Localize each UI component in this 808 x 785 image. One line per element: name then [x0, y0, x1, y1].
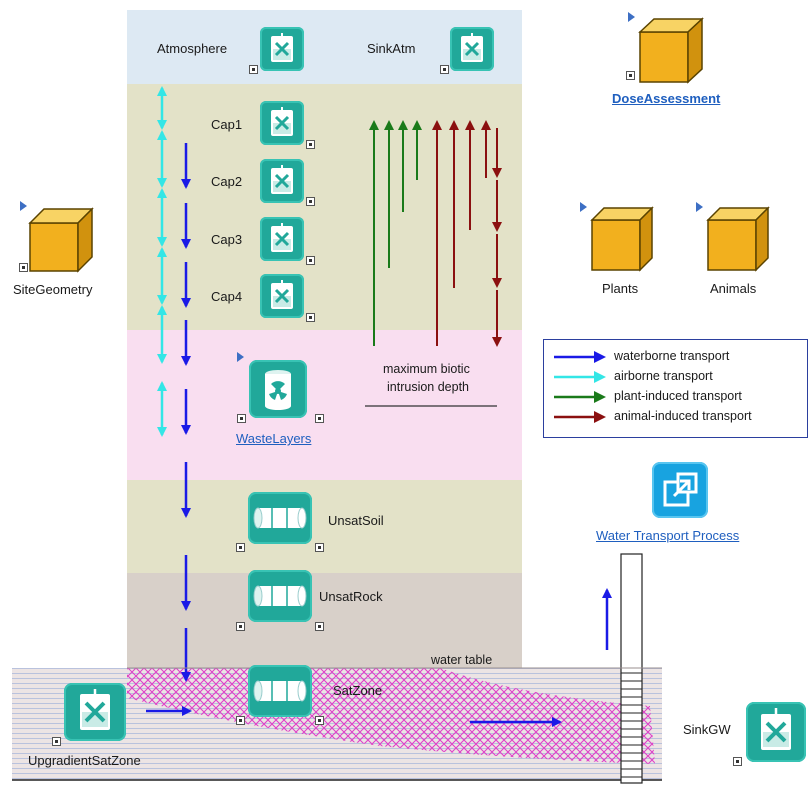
- cap2-node[interactable]: [260, 159, 304, 203]
- sat-zone-port-out[interactable]: [315, 716, 324, 725]
- legend-swatch-waterborne: [554, 351, 606, 363]
- unsat-rock-label: UnsatRock: [319, 589, 383, 604]
- legend-label-waterborne: waterborne transport: [614, 349, 730, 363]
- sink-gw-node[interactable]: [746, 702, 806, 762]
- animals-flag-icon: [696, 202, 703, 212]
- water-table-label: water table: [431, 653, 493, 667]
- unsat-rock-port-out[interactable]: [315, 622, 324, 631]
- dose-assessment-port[interactable]: [626, 71, 635, 80]
- mixing-tank-icon: [80, 689, 110, 730]
- cap1-port[interactable]: [306, 140, 315, 149]
- waste-drum-icon: [265, 370, 291, 410]
- cap4-node[interactable]: [260, 274, 304, 318]
- plants-flag-icon: [580, 202, 587, 212]
- upgradient-node[interactable]: [64, 683, 126, 741]
- water-transport-node[interactable]: [652, 462, 708, 518]
- atmosphere-port[interactable]: [249, 65, 258, 74]
- cap1-label: Cap1: [211, 117, 243, 132]
- sink-atm-port[interactable]: [440, 65, 449, 74]
- unsat-soil-port-out[interactable]: [315, 543, 324, 552]
- cap3-port[interactable]: [306, 256, 315, 265]
- legend: waterborne transport airborne transport …: [543, 339, 808, 438]
- upgradient-label: UpgradientSatZone: [28, 753, 141, 768]
- mixing-tank-icon: [761, 708, 791, 750]
- plants-container[interactable]: [588, 204, 658, 274]
- upgradient-port[interactable]: [52, 737, 61, 746]
- site-geometry-label: SiteGeometry: [13, 282, 93, 297]
- cap2-port[interactable]: [306, 197, 315, 206]
- legend-item-animal: animal-induced transport: [552, 408, 802, 426]
- mixing-tank-icon: [271, 165, 293, 194]
- animals-label: Animals: [710, 281, 757, 296]
- atmosphere-node[interactable]: [260, 27, 304, 71]
- unsat-soil-label: UnsatSoil: [328, 513, 384, 528]
- sat-zone-node[interactable]: [248, 665, 312, 717]
- water-transport-link[interactable]: Water Transport Process: [596, 528, 740, 543]
- mixing-tank-icon: [271, 33, 293, 62]
- cap1-node[interactable]: [260, 101, 304, 145]
- animals-container[interactable]: [704, 204, 774, 274]
- sat-zone-port-in[interactable]: [236, 716, 245, 725]
- legend-label-airborne: airborne transport: [614, 369, 713, 383]
- sink-atm-label: SinkAtm: [367, 41, 416, 56]
- biotic-depth-label-2: intrusion depth: [387, 380, 470, 394]
- legend-item-waterborne: waterborne transport: [552, 348, 802, 366]
- waste-layers-link[interactable]: WasteLayers: [236, 431, 312, 446]
- mixing-tank-icon: [271, 223, 293, 252]
- pipe-segment-icon: [253, 507, 307, 529]
- external-link-icon: [663, 472, 698, 507]
- biotic-depth-label-1: maximum biotic: [383, 362, 470, 376]
- waste-layer: [127, 330, 522, 480]
- sink-gw-port[interactable]: [733, 757, 742, 766]
- mixing-tank-icon: [271, 107, 293, 136]
- cap3-label: Cap3: [211, 232, 243, 247]
- unsat-rock-layer: [127, 573, 522, 668]
- waste-layers-port-in[interactable]: [237, 414, 246, 423]
- atmosphere-label: Atmosphere: [157, 41, 228, 56]
- legend-label-animal: animal-induced transport: [614, 409, 752, 423]
- unsat-soil-layer: [127, 480, 522, 573]
- sat-zone-label: SatZone: [333, 683, 383, 698]
- legend-item-plant: plant-induced transport: [552, 388, 802, 406]
- legend-item-airborne: airborne transport: [552, 368, 802, 386]
- pipe-segment-icon: [253, 680, 307, 702]
- waste-layers-flag-icon: [237, 352, 244, 362]
- dose-assessment-container[interactable]: [636, 16, 708, 86]
- legend-label-plant: plant-induced transport: [614, 389, 742, 403]
- sink-gw-label: SinkGW: [683, 722, 731, 737]
- legend-swatch-animal: [554, 411, 606, 423]
- unsat-rock-port-in[interactable]: [236, 622, 245, 631]
- unsat-soil-port-in[interactable]: [236, 543, 245, 552]
- legend-swatch-airborne: [554, 371, 606, 383]
- waste-layers-port-out[interactable]: [315, 414, 324, 423]
- waste-layers-node[interactable]: [249, 360, 307, 418]
- dose-assessment-link[interactable]: DoseAssessment: [612, 91, 721, 106]
- site-geometry-container[interactable]: [26, 205, 98, 277]
- mixing-tank-icon: [461, 33, 483, 62]
- dose-assessment-flag-icon: [628, 12, 635, 22]
- cap4-port[interactable]: [306, 313, 315, 322]
- unsat-rock-node[interactable]: [248, 570, 312, 622]
- mixing-tank-icon: [271, 280, 293, 309]
- plants-label: Plants: [602, 281, 639, 296]
- sink-atm-node[interactable]: [450, 27, 494, 71]
- cap4-label: Cap4: [211, 289, 243, 304]
- cap3-node[interactable]: [260, 217, 304, 261]
- pipe-segment-icon: [253, 585, 307, 607]
- cap2-label: Cap2: [211, 174, 243, 189]
- site-geometry-flag-icon: [20, 201, 27, 211]
- unsat-soil-node[interactable]: [248, 492, 312, 544]
- site-geometry-port[interactable]: [19, 263, 28, 272]
- legend-swatch-plant: [554, 391, 606, 403]
